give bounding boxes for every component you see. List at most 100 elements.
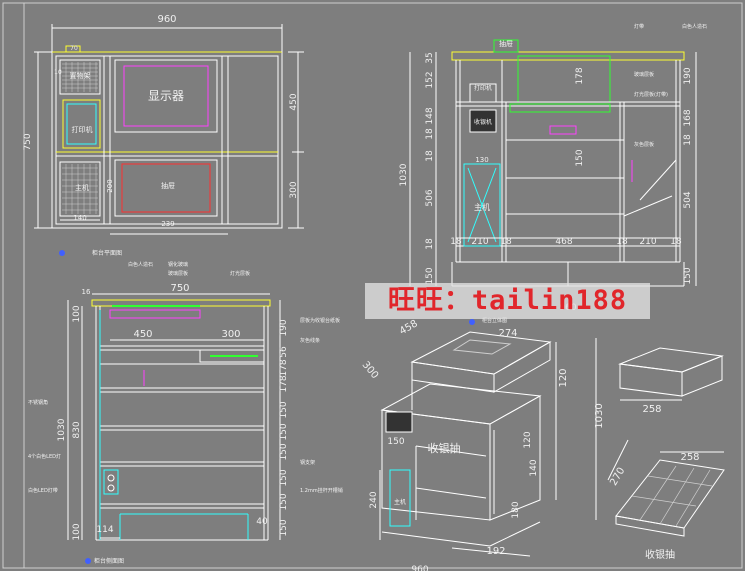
dim-r178b: 178 [279, 375, 289, 392]
dim-rv-r18: 18 [683, 134, 693, 146]
dim-450: 450 [289, 93, 299, 110]
iso-label-cash-drawer-2: 收银抽 [645, 548, 675, 561]
dim-140: 140 [73, 214, 86, 222]
iso-dim-258a: 258 [642, 404, 661, 415]
iso-dim-458: 458 [398, 318, 420, 337]
dim-10: 10 [54, 69, 62, 76]
dim-rv-r168: 168 [683, 109, 693, 126]
label-printer: 打印机 [72, 125, 93, 134]
note-8: 4个白色LED灯 [28, 453, 61, 460]
side-view [67, 293, 281, 541]
iso-dim-180: 180 [511, 501, 521, 518]
rv-notes: 灯带 白色人造石 玻璃层板 灯光层板(灯带) 灰色层板 [634, 23, 707, 148]
dim-rv-18c: 18 [425, 238, 435, 250]
rv-label-host: 主机 [474, 202, 490, 212]
front-view [34, 24, 304, 235]
note-11: 钢支架 [300, 459, 315, 466]
iso-label-cash-drawer: 收银抽 [428, 441, 461, 455]
iso-view [379, 331, 725, 557]
dim-1030-side: 1030 [57, 418, 67, 441]
dim-rv-w210a: 210 [471, 237, 488, 247]
dim-rv-w468: 468 [555, 237, 572, 247]
dim-rv-18b: 18 [425, 150, 435, 162]
title-marker-front [59, 250, 65, 256]
dim-300: 300 [289, 181, 299, 198]
title-marker-iso [469, 319, 475, 325]
dim-r150e: 150 [279, 493, 289, 510]
note-9: 白色LED灯带 [28, 487, 58, 494]
dim-100-top: 100 [72, 305, 82, 322]
title-marker-side [85, 558, 91, 564]
dim-rv-w18a: 18 [450, 237, 462, 247]
note-6: 灰色线条 [300, 337, 320, 344]
dim-r56: 56 [279, 346, 289, 358]
dim-rv-r150b: 150 [683, 267, 693, 284]
dim-r178: 178 [279, 359, 289, 376]
dim-70: 70 [70, 45, 78, 52]
iso-dim-140: 140 [529, 459, 539, 476]
dim-r150a: 150 [279, 401, 289, 418]
note-1: 白色人造石 [128, 261, 153, 268]
dim-rv-w210b: 210 [639, 237, 656, 247]
iso-dim-1030: 1030 [594, 403, 605, 428]
iso-label-host: 主机 [394, 498, 406, 506]
iso-dim-960: 960 [411, 565, 428, 571]
note-2: 钢化玻璃 [168, 261, 188, 268]
rv-note-4: 灯光层板(灯带) [634, 91, 668, 98]
dim-rv-w18c: 18 [616, 237, 628, 247]
dim-rv-w18d: 18 [670, 237, 682, 247]
dim-rv-506: 506 [425, 189, 435, 206]
title-iso: 柜台立体图 [482, 317, 507, 324]
iso-dim-240: 240 [369, 491, 379, 508]
note-3: 玻璃层板 [168, 270, 188, 277]
rv-label-cash: 收银机 [474, 118, 492, 126]
iso-dim-150: 150 [387, 437, 404, 447]
dim-200: 200 [106, 179, 114, 192]
dim-rv-150: 150 [425, 267, 435, 284]
note-5: 层板为收银台纸板 [300, 317, 340, 324]
side-notes: 白色人造石 钢化玻璃 玻璃层板 灯光层板 层板为收银台纸板 灰色线条 不锈钢角 … [28, 261, 343, 494]
dim-r190: 190 [279, 319, 289, 336]
dim-16: 16 [82, 288, 91, 296]
dim-40: 40 [256, 517, 268, 527]
dim-450-side: 450 [133, 329, 152, 340]
label-host: 主机 [75, 183, 89, 192]
watermark-text: 旺旺：tailin188 [365, 283, 650, 319]
title-side: 柜台侧面图 [94, 557, 124, 565]
iso-dim-120: 120 [558, 368, 569, 387]
dim-rv-r178: 178 [575, 67, 585, 84]
dim-r150c: 150 [279, 443, 289, 460]
dim-300-side: 300 [221, 329, 240, 340]
dim-239: 239 [161, 220, 174, 228]
dim-rv-r190: 190 [683, 67, 693, 84]
dim-750-side: 750 [170, 283, 189, 294]
dim-114: 114 [96, 525, 113, 535]
dim-rv-18a: 18 [425, 128, 435, 140]
iso-dim-300: 300 [360, 360, 381, 382]
dim-rv-w130: 130 [475, 156, 488, 164]
iso-dim-270: 270 [608, 466, 627, 488]
rv-note-1: 灯带 [634, 23, 644, 30]
iso-dim-192: 192 [486, 546, 505, 557]
dim-rv-r150: 150 [575, 149, 585, 166]
label-monitor: 显示器 [148, 89, 184, 103]
dim-r150f: 150 [279, 519, 289, 536]
note-10: 1.2mm挂杆开槽销 [300, 487, 343, 494]
dim-rv-1030: 1030 [399, 163, 409, 186]
dim-960: 960 [157, 14, 176, 25]
iso-dim-258b: 258 [680, 452, 699, 463]
dim-rv-148: 148 [425, 107, 435, 124]
dim-rv-r504: 504 [683, 191, 693, 208]
label-drawer: 抽屉 [161, 181, 175, 190]
rv-note-5: 灰色层板 [634, 141, 654, 148]
label-stand: 置物架 [70, 71, 91, 80]
rv-note-2: 白色人造石 [682, 23, 707, 30]
rv-label-drawer: 抽屉 [499, 39, 513, 48]
rv-right-dims: 190 178 168 18 150 504 150 [575, 67, 693, 284]
side-right-dims: 190 56 178 178 150 150 150 150 150 150 [279, 319, 289, 536]
rv-note-3: 玻璃层板 [634, 71, 654, 78]
dim-100-bottom: 100 [72, 523, 82, 540]
